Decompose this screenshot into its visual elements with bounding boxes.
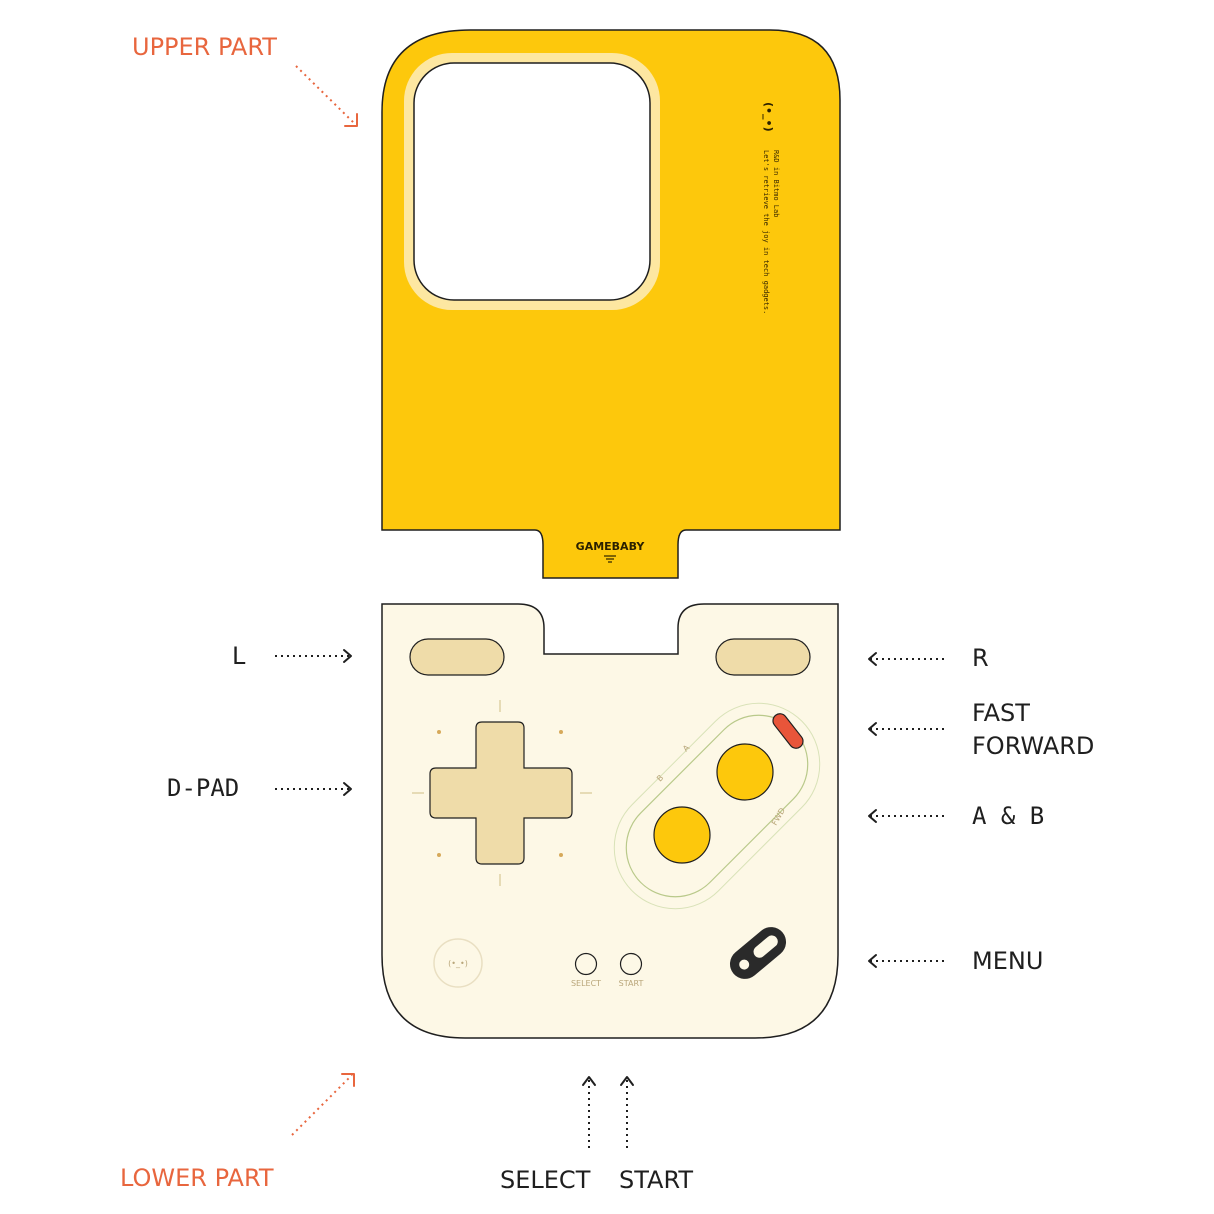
- lab-text-line2: Let's retrieve the joy in tech gadgets.: [762, 150, 770, 314]
- bitmo-logo: (•_•): [762, 102, 775, 132]
- r-arrow: [868, 652, 944, 666]
- fast-forward-label-line2: FORWARD: [972, 732, 1094, 760]
- start-label: START: [619, 1166, 693, 1194]
- upper-part-arrow: [295, 65, 358, 127]
- upper-part-label: UPPER PART: [132, 33, 277, 61]
- select-arrow: [582, 1076, 596, 1150]
- upper-case: (•_•) R&D in Bitmo Lab Let's retrieve th…: [381, 29, 841, 579]
- a-and-b-label: A & B: [972, 802, 1044, 830]
- menu-button[interactable]: [724, 921, 792, 985]
- menu-arrow: [868, 954, 944, 968]
- button-a[interactable]: [716, 743, 774, 801]
- lower-case-shell: [381, 603, 839, 1039]
- dpad-dots: [437, 730, 563, 857]
- lower-part-label: LOWER PART: [120, 1164, 274, 1192]
- dpad-guides: [412, 700, 592, 886]
- start-small-label: START: [619, 979, 644, 988]
- start-button[interactable]: [619, 952, 643, 976]
- l-label: L: [232, 642, 246, 670]
- d-pad-label: D-PAD: [167, 774, 239, 802]
- a-and-b-arrow: [868, 809, 944, 823]
- select-small-label: SELECT: [571, 979, 601, 988]
- fast-forward-button[interactable]: [770, 711, 806, 751]
- lab-text-line1: R&D in Bitmo Lab: [772, 150, 780, 217]
- button-b[interactable]: [653, 806, 711, 864]
- r-label: R: [972, 644, 989, 672]
- lower-case: B A FWD (•_•) SELECT START: [381, 603, 839, 1039]
- wifi-icon: [604, 555, 616, 563]
- l-shoulder-button[interactable]: [409, 638, 505, 676]
- camera-cutout: [413, 62, 651, 301]
- d-pad[interactable]: [429, 721, 573, 865]
- r-shoulder-button[interactable]: [715, 638, 811, 676]
- svg-text:(•_•): (•_•): [762, 102, 775, 132]
- ab-pill-outline-outer: [613, 702, 821, 910]
- select-button[interactable]: [574, 952, 598, 976]
- button-a-label: A: [681, 743, 692, 754]
- menu-label: MENU: [972, 947, 1043, 975]
- select-label: SELECT: [500, 1166, 591, 1194]
- fast-forward-arrow: [868, 722, 944, 736]
- d-pad-arrow: [275, 782, 352, 796]
- fast-forward-label-line1: FAST: [972, 699, 1030, 727]
- button-b-label: B: [655, 773, 665, 783]
- l-arrow: [275, 649, 352, 663]
- lower-logo-face: (•_•): [448, 959, 468, 968]
- lower-logo-circle: [433, 938, 483, 988]
- lower-part-arrow: [291, 1073, 355, 1136]
- start-arrow: [620, 1076, 634, 1150]
- gamebaby-brand: GAMEBABY: [576, 540, 646, 553]
